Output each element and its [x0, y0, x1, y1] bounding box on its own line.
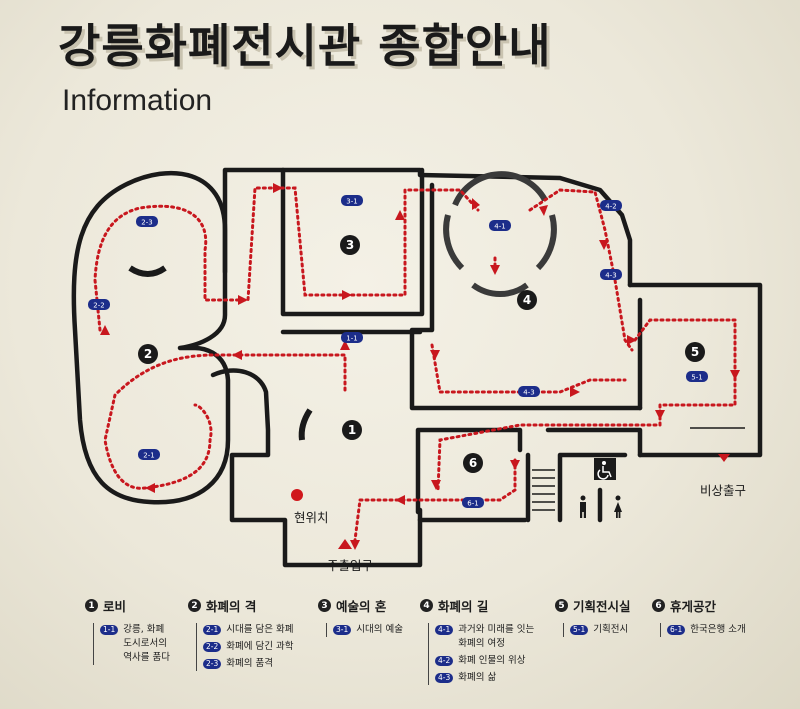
svg-text:2-1: 2-1: [143, 452, 154, 460]
floor-plan: 2 3 4 5 1 6 2-3 2-2 2-1 3-1 1-1 4-1 4-2 …: [71, 167, 763, 573]
svg-text:1-1: 1-1: [346, 335, 357, 343]
room-2-wall: [71, 170, 231, 505]
entrance-label: 주출입구: [327, 558, 373, 573]
current-location-dot: [291, 489, 303, 501]
svg-text:2-2: 2-2: [93, 302, 104, 310]
area-markers: 2-3 2-2 2-1 3-1 1-1 4-1 4-2 4-3 4-3 5-1 …: [88, 195, 708, 508]
svg-text:2: 2: [144, 347, 152, 361]
room-6-wall: [415, 427, 643, 523]
room-3-wall: [280, 167, 425, 317]
room-numbers: 2 3 4 5 1 6: [138, 235, 705, 473]
mens-toilet-icon: [580, 495, 586, 518]
tour-route: [93, 186, 737, 542]
svg-text:4-3: 4-3: [605, 272, 616, 280]
svg-text:4: 4: [523, 293, 531, 307]
svg-text:5: 5: [691, 345, 699, 359]
svg-text:2-3: 2-3: [141, 219, 152, 227]
legend-title: 화폐의 길: [438, 599, 489, 614]
womens-toilet-icon: [614, 495, 622, 518]
route-arrows: [100, 183, 740, 550]
legend-title: 휴게공간: [670, 599, 717, 614]
page-title: 강릉화폐전시관 종합안내: [58, 19, 552, 73]
svg-text:5-1: 5-1: [691, 374, 702, 382]
svg-text:3: 3: [346, 238, 354, 252]
room-1-wall: [210, 368, 423, 568]
svg-text:4-2: 4-2: [605, 203, 616, 211]
emergency-exit-label: 비상출구: [700, 483, 746, 498]
svg-text:1: 1: [348, 423, 356, 437]
legend-title: 예술의 혼: [336, 599, 387, 614]
legend-title: 기획전시실: [573, 599, 631, 614]
room-5-wall: [627, 282, 763, 458]
room-2-curve: [128, 265, 167, 277]
legend-title: 로비: [103, 599, 127, 614]
svg-text:6-1: 6-1: [467, 500, 478, 508]
current-location-label: 현위치: [294, 510, 329, 525]
svg-text:3-1: 3-1: [346, 198, 357, 206]
page-subtitle: Information: [62, 84, 213, 117]
room-4-wall: [409, 182, 643, 411]
entrance-arrow: [338, 539, 352, 549]
exit-arrow: [718, 454, 730, 462]
legend-title: 화폐의 격: [206, 599, 257, 614]
svg-text:4-3: 4-3: [523, 389, 534, 397]
accessible-toilet-icon: [594, 458, 616, 480]
svg-text:4-1: 4-1: [494, 223, 505, 231]
svg-text:6: 6: [469, 456, 477, 470]
outer-top-wall: [222, 167, 633, 288]
